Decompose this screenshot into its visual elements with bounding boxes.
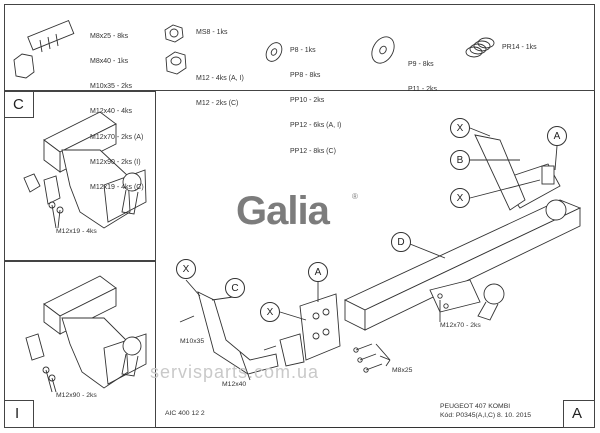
spring-washer-icon: [465, 37, 495, 58]
bolt-size-0: M8x25 - 8ks: [90, 32, 129, 40]
nut-label: MS8 - 1ks: [196, 29, 228, 36]
panel-c-letter: C: [13, 96, 24, 113]
bolt-icon: [13, 19, 75, 79]
registered-mark: ®: [352, 192, 358, 201]
callout-b: B: [450, 150, 470, 170]
callout-x-bottom: X: [260, 302, 280, 322]
big-washer-0: P9 - 8ks: [408, 60, 434, 68]
panel-c-detail-drawing: [23, 111, 147, 229]
label-m8x25: M8x25: [392, 367, 413, 374]
callout-x-left: X: [176, 259, 196, 279]
callout-x-mid: X: [450, 188, 470, 208]
lock-nut-icon: [165, 51, 187, 75]
panel-c-bolt-label: M12x19 - 4ks: [56, 228, 97, 235]
panel-i-letter-box: [4, 400, 34, 428]
watermark: servisparts.com.ua: [150, 362, 320, 382]
washer-list: P8 - 1ks PP8 - 8ks PP10 - 2ks PP12 - 6ks…: [290, 30, 341, 173]
footer-letter: A: [572, 405, 583, 422]
washer-1: PP8 - 8ks: [290, 72, 321, 80]
label-m12x70: M12x70 - 2ks: [440, 322, 481, 329]
panel-c-letter-box: [4, 91, 34, 118]
panel-c: [4, 91, 156, 261]
lock-nut-1: M12 - 2ks (C): [196, 100, 239, 108]
washer-0: P8 - 1ks: [290, 46, 316, 54]
spring-label: PR14 - 1ks: [502, 44, 537, 51]
panel-i-bolt-label: M12x90 - 2ks: [56, 392, 97, 399]
big-washer-list: P9 - 8ks P11 - 2ks: [408, 44, 437, 111]
vehicle-model: PEUGEOT 407 KOMBI: [440, 403, 511, 410]
lock-nut-0: M12 - 4ks (A, I): [196, 74, 244, 82]
label-m10x35: M10x35: [180, 338, 205, 345]
callout-c: C: [225, 278, 245, 298]
washer-icon: [265, 42, 283, 62]
bolt-size-6: M12x19 - 4ks (C): [90, 184, 144, 192]
product-code: Kód: P0345(A,I,C) 8. 10. 2015: [440, 412, 532, 419]
parts-list-box: [4, 4, 595, 91]
panel-i: [4, 261, 156, 428]
bolt-size-4: M12x70 - 2ks (A): [90, 133, 144, 141]
bolt-sizes-list: M8x25 - 8ks M8x40 - 1ks M10x35 - 2ks M12…: [90, 16, 144, 209]
callout-x-top: X: [450, 118, 470, 138]
washer-2: PP10 - 2ks: [290, 97, 325, 105]
big-washer-icon: [371, 36, 395, 64]
bolt-size-5: M12x90 - 2ks (I): [90, 158, 141, 166]
bolt-size-2: M10x35 - 2ks: [90, 83, 133, 91]
big-washer-1: P11 - 2ks: [408, 86, 438, 94]
washer-3: PP12 - 6ks (A, I): [290, 122, 342, 130]
callout-a-right: A: [547, 126, 567, 146]
washer-4: PP12 - 8ks (C): [290, 147, 336, 155]
callout-d: D: [391, 232, 411, 252]
footer-letter-box: [563, 400, 595, 428]
lock-nut-list: M12 - 4ks (A, I) M12 - 2ks (C): [196, 58, 244, 125]
nut-icon: [164, 24, 184, 43]
callout-a-left: A: [308, 262, 328, 282]
label-m12x40: M12x40: [222, 381, 247, 388]
main-assembly-drawing: [179, 127, 582, 381]
bolt-size-3: M12x40 - 4ks: [90, 108, 133, 116]
bolt-size-1: M8x40 - 1ks: [90, 58, 129, 66]
panel-i-letter: I: [15, 405, 20, 422]
galia-logo: Galia: [236, 189, 330, 233]
panel-i-detail-drawing: [25, 275, 147, 393]
drawing-code: AIC 400 12 2: [165, 410, 205, 417]
